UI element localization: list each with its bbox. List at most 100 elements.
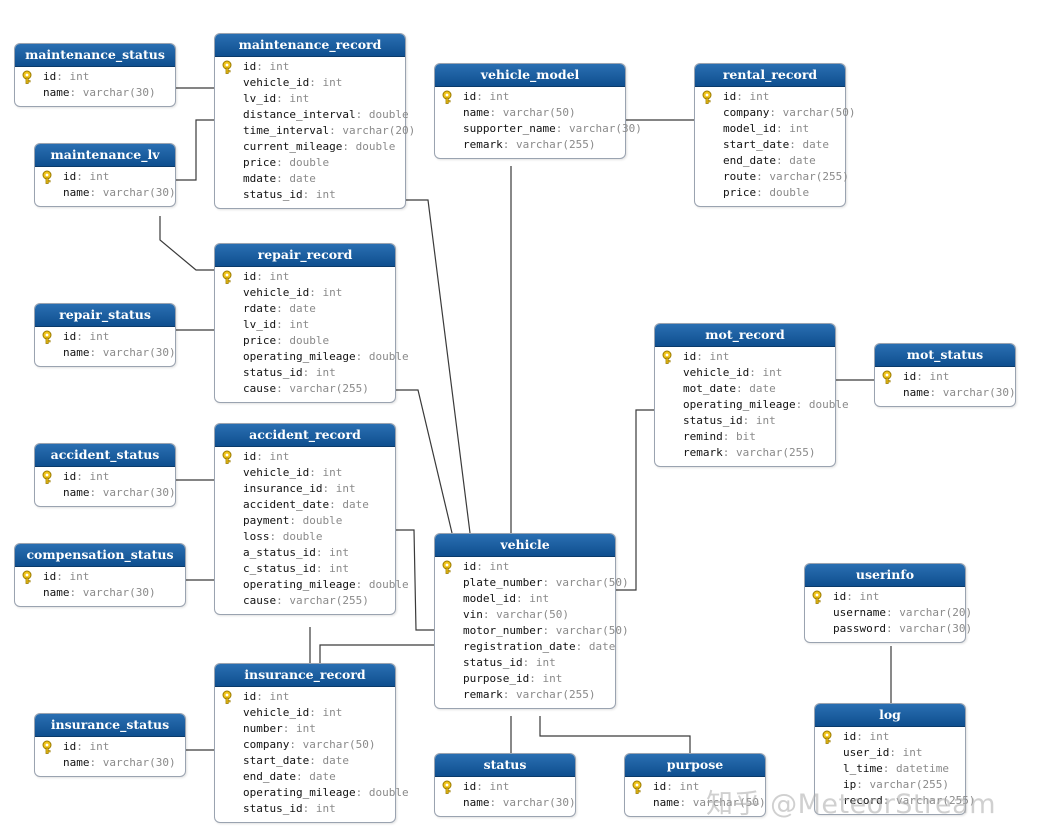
table-title[interactable]: accident_record [215,424,395,447]
field-row[interactable]: name: varchar(50) [435,105,625,121]
table-title[interactable]: userinfo [805,564,965,587]
table-title[interactable]: accident_status [35,444,175,467]
field-row[interactable]: accident_date: date [215,497,395,513]
field-row[interactable]: vehicle_id: int [215,75,405,91]
field-row[interactable]: username: varchar(20) [805,605,972,621]
field-row[interactable]: name: varchar(50) [625,795,766,811]
field-row[interactable]: id: int [435,559,615,575]
field-row[interactable]: id: int [215,689,395,705]
field-row[interactable]: name: varchar(30) [15,85,175,101]
table-title[interactable]: repair_status [35,304,175,327]
table-title[interactable]: vehicle_model [435,64,625,87]
field-row[interactable]: route: varchar(255) [695,169,849,185]
table-title[interactable]: log [815,704,965,727]
table-title[interactable]: compensation_status [15,544,185,567]
field-row[interactable]: plate_number: varchar(50) [435,575,629,591]
field-row[interactable]: vehicle_id: int [215,285,395,301]
table-title[interactable]: vehicle [435,534,615,557]
field-row[interactable]: id: int [435,779,575,795]
field-row[interactable]: start_date: date [695,137,845,153]
field-row[interactable]: status_id: int [215,365,395,381]
field-row[interactable]: operating_mileage: double [215,577,409,593]
field-row[interactable]: motor_number: varchar(50) [435,623,629,639]
field-row[interactable]: remark: varchar(255) [435,137,625,153]
field-row[interactable]: name: varchar(30) [875,385,1016,401]
field-row[interactable]: rdate: date [215,301,395,317]
field-row[interactable]: start_date: date [215,753,395,769]
field-row[interactable]: id: int [815,729,965,745]
field-row[interactable]: payment: double [215,513,395,529]
field-row[interactable]: status_id: int [215,187,405,203]
field-row[interactable]: status_id: int [655,413,835,429]
table-title[interactable]: maintenance_lv [35,144,175,167]
field-row[interactable]: company: varchar(50) [215,737,395,753]
field-row[interactable]: status_id: int [435,655,615,671]
table-title[interactable]: purpose [625,754,765,777]
field-row[interactable]: id: int [35,329,175,345]
field-row[interactable]: model_id: int [435,591,615,607]
table-title[interactable]: insurance_status [35,714,185,737]
field-row[interactable]: vin: varchar(50) [435,607,615,623]
field-row[interactable]: cause: varchar(255) [215,381,395,397]
field-row[interactable]: id: int [15,569,185,585]
field-row[interactable]: name: varchar(30) [35,485,176,501]
field-row[interactable]: password: varchar(30) [805,621,972,637]
field-row[interactable]: cause: varchar(255) [215,593,395,609]
field-row[interactable]: time_interval: varchar(20) [215,123,415,139]
field-row[interactable]: id: int [35,739,185,755]
field-row[interactable]: operating_mileage: double [655,397,849,413]
table-title[interactable]: mot_status [875,344,1015,367]
field-row[interactable]: c_status_id: int [215,561,395,577]
field-row[interactable]: operating_mileage: double [215,785,409,801]
field-row[interactable]: mot_date: date [655,381,835,397]
field-row[interactable]: registration_date: date [435,639,615,655]
field-row[interactable]: price: double [695,185,845,201]
field-row[interactable]: end_date: date [215,769,395,785]
field-row[interactable]: mdate: date [215,171,405,187]
table-title[interactable]: repair_record [215,244,395,267]
field-row[interactable]: id: int [875,369,1015,385]
field-row[interactable]: id: int [215,269,395,285]
field-row[interactable]: name: varchar(30) [435,795,576,811]
field-row[interactable]: remark: varchar(255) [435,687,615,703]
field-row[interactable]: id: int [655,349,835,365]
field-row[interactable]: vehicle_id: int [655,365,835,381]
field-row[interactable]: id: int [35,169,175,185]
field-row[interactable]: supporter_name: varchar(30) [435,121,642,137]
field-row[interactable]: purpose_id: int [435,671,615,687]
field-row[interactable]: id: int [215,59,405,75]
field-row[interactable]: name: varchar(30) [35,755,185,771]
table-title[interactable]: insurance_record [215,664,395,687]
field-row[interactable]: vehicle_id: int [215,705,395,721]
field-row[interactable]: lv_id: int [215,317,395,333]
table-title[interactable]: status [435,754,575,777]
field-row[interactable]: record: varchar(255) [815,793,975,809]
field-row[interactable]: name: varchar(30) [35,345,176,361]
field-row[interactable]: remark: varchar(255) [655,445,835,461]
field-row[interactable]: price: double [215,333,395,349]
field-row[interactable]: vehicle_id: int [215,465,395,481]
field-row[interactable]: id: int [805,589,965,605]
table-title[interactable]: maintenance_record [215,34,405,57]
field-row[interactable]: name: varchar(30) [35,185,176,201]
field-row[interactable]: number: int [215,721,395,737]
field-row[interactable]: company: varchar(50) [695,105,855,121]
table-title[interactable]: rental_record [695,64,845,87]
field-row[interactable]: id: int [15,69,175,85]
field-row[interactable]: status_id: int [215,801,395,817]
